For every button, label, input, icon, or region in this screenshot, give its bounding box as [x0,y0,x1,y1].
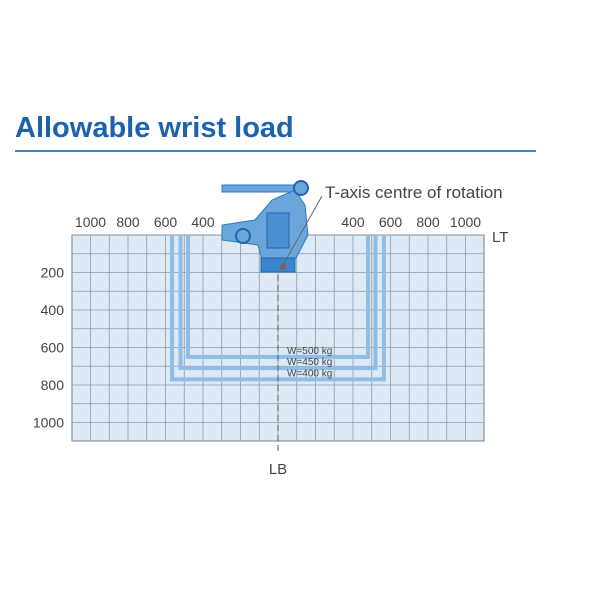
lt-axis-label: LT [492,229,508,246]
envelope-label: W=400 kg [287,368,332,379]
x-tick-label: 600 [379,214,403,230]
annotation-leader-line [282,195,323,266]
x-tick-label: 1000 [75,214,106,230]
y-tick-label: 200 [41,265,65,281]
y-tick-label: 400 [41,302,65,318]
x-tick-label: 800 [116,214,140,230]
y-tick-label: 600 [41,340,65,356]
x-tick-label: 1000 [450,214,481,230]
page-title: Allowable wrist load [15,112,294,144]
y-tick-label: 1000 [33,415,64,431]
x-tick-label: 400 [341,214,365,230]
envelope-label: W=500 kg [287,346,332,357]
lb-axis-label: LB [269,461,287,478]
x-tick-label: 400 [191,214,215,230]
envelope-label: W=450 kg [287,357,332,368]
x-tick-label: 800 [416,214,440,230]
x-tick-label: 600 [154,214,178,230]
y-tick-label: 800 [41,377,65,393]
title-rule [15,150,536,152]
robot-wrist-icon [221,180,309,273]
t-axis-annotation: T-axis centre of rotation [325,183,503,202]
